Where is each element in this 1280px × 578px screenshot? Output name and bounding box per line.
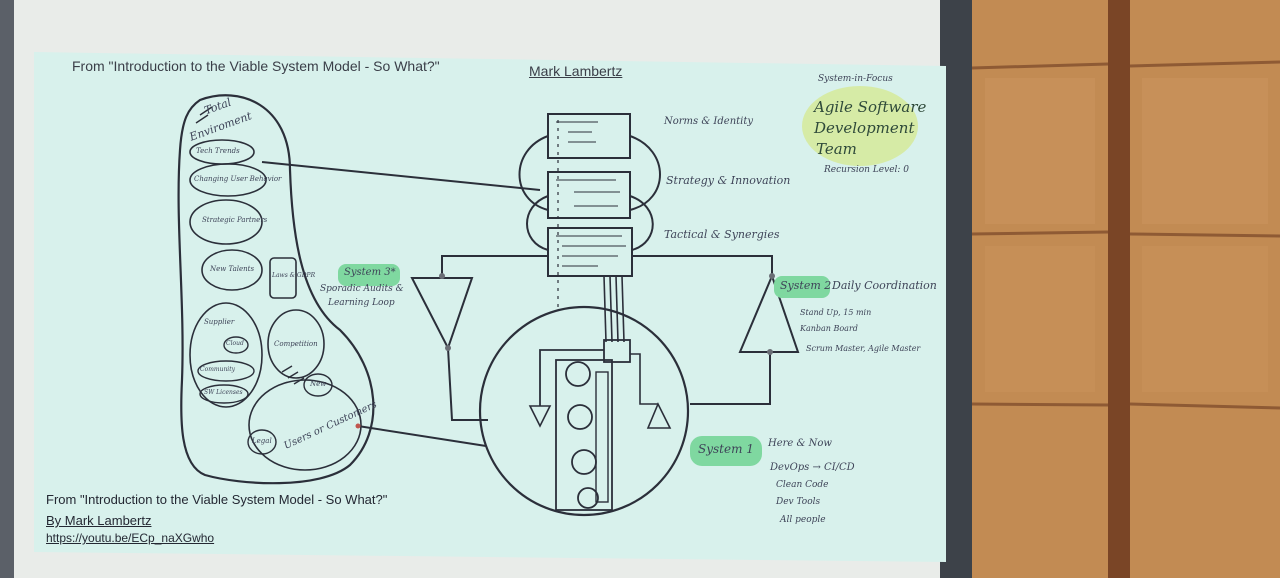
audits-line1: Sporadic Audits & — [320, 284, 404, 294]
s2-item-1: Stand Up, 15 min — [800, 308, 872, 317]
slide-area — [34, 52, 946, 562]
s1-item-1: DevOps → CI/CD — [770, 462, 855, 473]
ops-branch-right — [630, 353, 658, 405]
ops-frame-inner — [595, 371, 609, 503]
highlight-s2 — [774, 276, 830, 298]
env-ellipse-legal — [247, 429, 277, 455]
system3star-label: System 3* — [344, 267, 396, 278]
env-strategic: Strategic Partners — [202, 216, 268, 224]
env-ellipse-community — [197, 360, 255, 382]
env-licenses: SW Licenses — [204, 389, 243, 396]
here-now-label: Here & Now — [768, 438, 832, 449]
ops-unit-3 — [571, 449, 597, 475]
s3star-line — [441, 255, 548, 276]
daily-label: Daily Coordination — [832, 279, 937, 292]
norms-label: Norms & Identity — [664, 116, 754, 127]
env-link-line-2 — [357, 425, 487, 447]
env-link-dot — [355, 423, 361, 429]
focus-team-line2: Development — [814, 119, 915, 137]
env-changing: Changing User Behavior — [194, 175, 282, 183]
recursion-level: Recursion Level: 0 — [824, 165, 910, 175]
ops-small-triangle-left — [528, 405, 552, 428]
env-ellipse-talents — [201, 249, 263, 291]
slide-footer-title: From "Introduction to the Viable System … — [46, 492, 388, 507]
loop-right-2 — [629, 195, 654, 251]
channel-lines — [603, 275, 625, 343]
tactical-label: Tactical & Synergies — [664, 228, 780, 241]
slide-title-top: From "Introduction to the Viable System … — [72, 58, 440, 74]
loop-right — [629, 135, 661, 211]
env-new-talents: New Talents — [210, 265, 255, 273]
system3-box — [547, 227, 633, 277]
s1-item-2: Clean Code — [776, 480, 829, 490]
env-hatch — [195, 106, 305, 385]
env-competition: Competition — [274, 340, 318, 348]
env-cloud: Cloud — [226, 340, 244, 347]
s2-item-2: Kanban Board — [800, 324, 858, 333]
ops-branch — [539, 349, 604, 406]
env-ellipse-strategic — [189, 199, 263, 245]
s2-item-3: Scrum Master, Agile Master — [806, 344, 921, 353]
env-ellipse-cloud — [223, 336, 249, 354]
s2-down — [690, 352, 771, 405]
environment-blob — [177, 94, 375, 485]
ops-small-triangle-right — [646, 402, 672, 429]
env-ellipse-changing — [189, 163, 267, 197]
highlight-s1 — [690, 436, 762, 466]
env-ellipse-new — [303, 373, 333, 397]
slide-footer-author: By Mark Lambertz — [46, 513, 152, 528]
system2-label: System 2 — [780, 279, 832, 292]
focus-label: System-in-Focus — [818, 74, 893, 84]
s3star-down — [447, 347, 488, 421]
focus-team-line1: Agile Software — [814, 98, 927, 116]
env-box-laws — [269, 257, 297, 299]
ops-unit-2 — [567, 404, 593, 430]
env-ellipse-competition — [267, 309, 325, 379]
s1-item-3: Dev Tools — [776, 497, 821, 507]
env-ellipse-licenses — [199, 384, 249, 404]
loop-left-2 — [526, 195, 549, 251]
slide-footer-link[interactable]: https://youtu.be/ECp_naXGwho — [46, 531, 215, 545]
env-tech: Tech Trends — [196, 147, 240, 155]
highlight-focus — [802, 86, 918, 166]
system4-box — [547, 171, 631, 219]
box-detail-lines — [556, 121, 626, 267]
system1-label: System 1 — [698, 442, 754, 456]
highlight-s3star — [338, 264, 400, 286]
env-supplier: Supplier — [204, 318, 235, 326]
env-legal: Legal — [252, 437, 272, 445]
env-link-line — [261, 161, 541, 191]
loop-left — [518, 135, 549, 211]
s1-item-4: All people — [780, 515, 826, 525]
system1-circle — [478, 305, 690, 517]
env-community: Community — [200, 366, 236, 373]
audits-line2: Learning Loop — [328, 298, 395, 308]
ops-unit-1 — [565, 361, 591, 387]
strategy-label: Strategy & Innovation — [666, 174, 791, 187]
slide-author-top: Mark Lambertz — [529, 63, 623, 79]
wooden-wall — [971, 0, 1280, 578]
env-new: New — [310, 380, 327, 388]
ops-unit-4 — [577, 487, 599, 509]
env-laws: Laws & GDPR — [272, 272, 316, 279]
focus-team-line3: Team — [816, 140, 857, 158]
env-ellipse-supplier — [189, 302, 263, 408]
ops-frame — [555, 359, 613, 511]
system1-junction — [603, 339, 631, 363]
s2-line — [632, 255, 773, 276]
